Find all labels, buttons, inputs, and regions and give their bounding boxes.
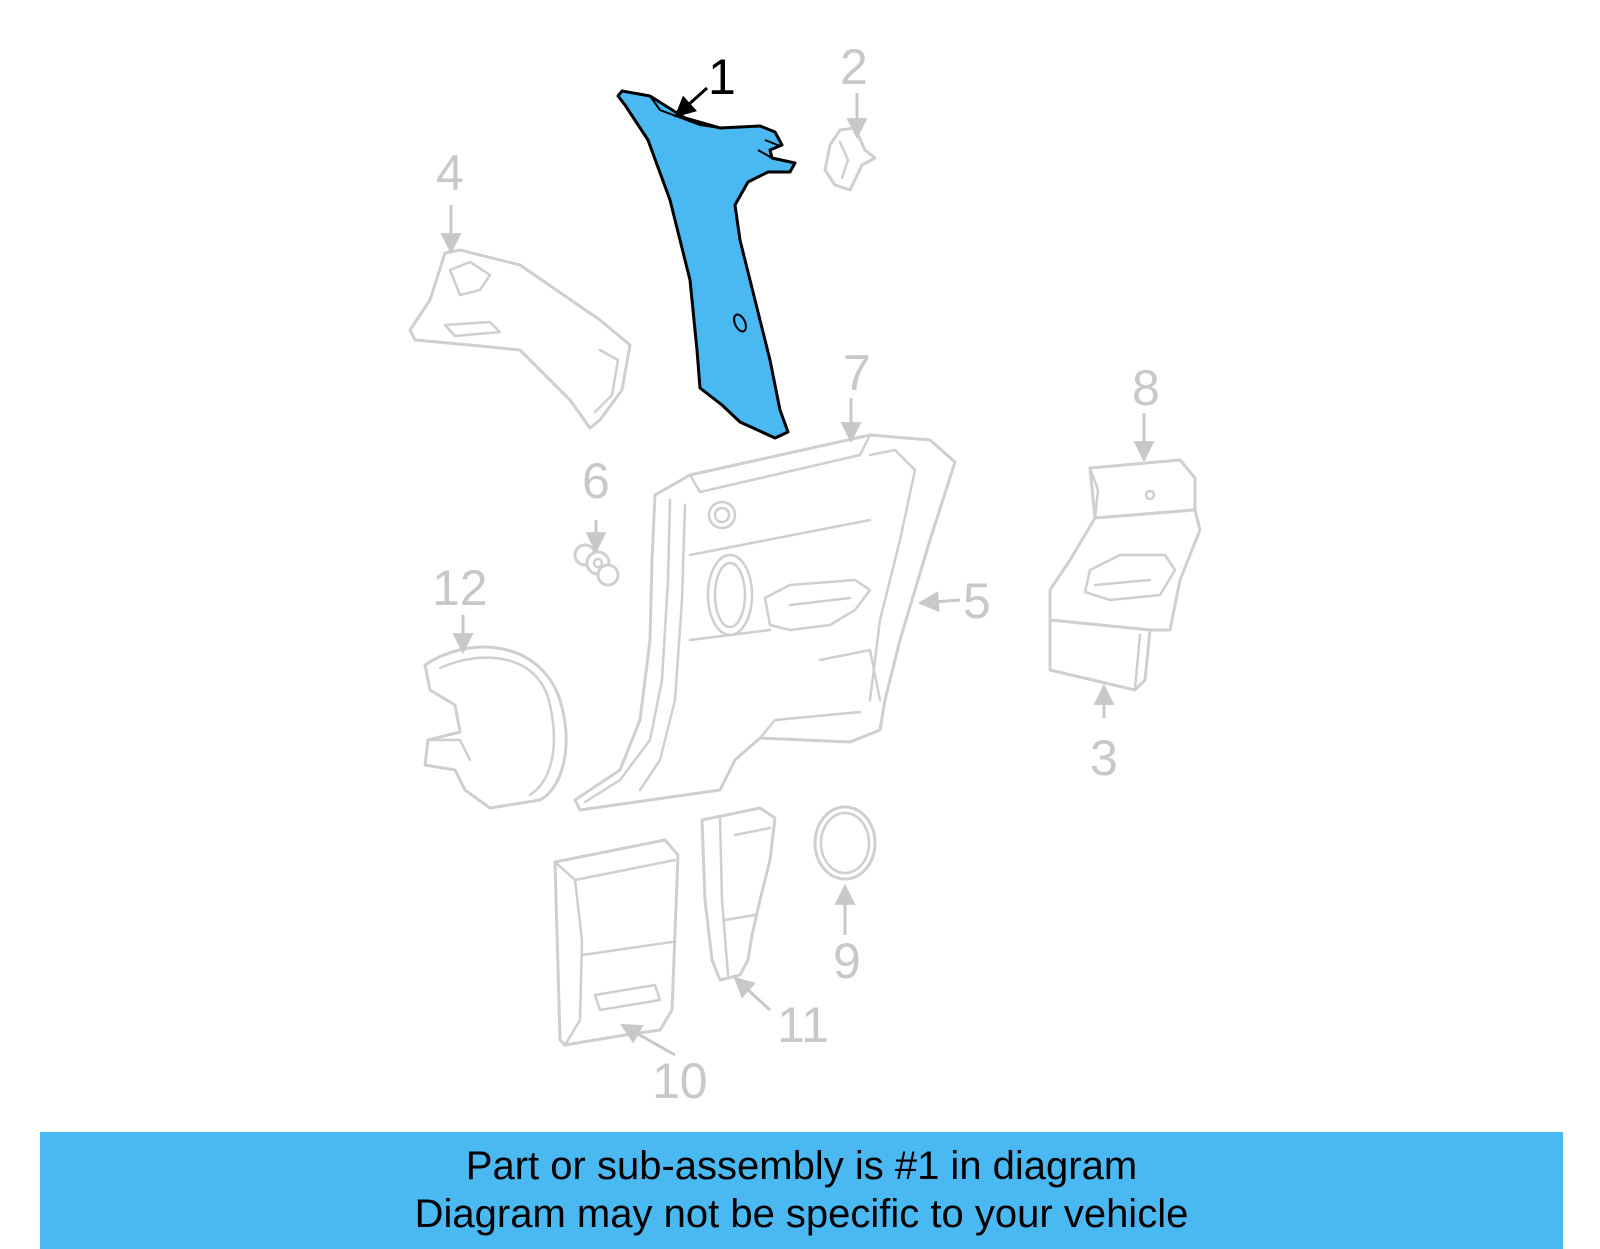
part-1-pillar-trim	[616, 89, 797, 440]
callout-11: 11	[777, 997, 829, 1053]
leader-lines	[440, 86, 1155, 1057]
callout-12: 12	[432, 560, 488, 616]
banner-line-part-reference: Part or sub-assembly is #1 in diagram	[465, 1144, 1138, 1188]
callout-2: 2	[840, 39, 868, 95]
callout-1: 1	[708, 49, 736, 105]
part-9-ring-grommet	[813, 805, 877, 881]
part-8-3-side-panel	[1048, 458, 1202, 692]
callout-6: 6	[582, 453, 610, 509]
callout-10: 10	[652, 1053, 708, 1109]
part-6-push-pins	[573, 543, 620, 587]
parts-diagram: 1 2 3 4 5 6 7 8 9 10 11 12	[408, 39, 1202, 1109]
part-7-quarter-panel	[573, 433, 957, 812]
part-10-lower-trim	[553, 838, 680, 1047]
callout-4: 4	[436, 145, 464, 201]
part-4-quarter-upper-trim	[408, 248, 632, 430]
part-12-wheelhouse-trim	[423, 645, 568, 810]
callout-8: 8	[1132, 360, 1160, 416]
callout-3: 3	[1090, 730, 1118, 786]
callout-7: 7	[843, 345, 871, 401]
info-banner: Part or sub-assembly is #1 in diagram Di…	[40, 1132, 1563, 1249]
callout-9: 9	[833, 933, 861, 989]
part-11-narrow-trim	[700, 806, 777, 982]
banner-line-disclaimer: Diagram may not be specific to your vehi…	[414, 1192, 1189, 1236]
callout-labels: 1 2 3 4 5 6 7 8 9 10 11 12	[432, 39, 1160, 1109]
callout-5: 5	[963, 573, 991, 629]
part-2-clip	[823, 126, 877, 192]
